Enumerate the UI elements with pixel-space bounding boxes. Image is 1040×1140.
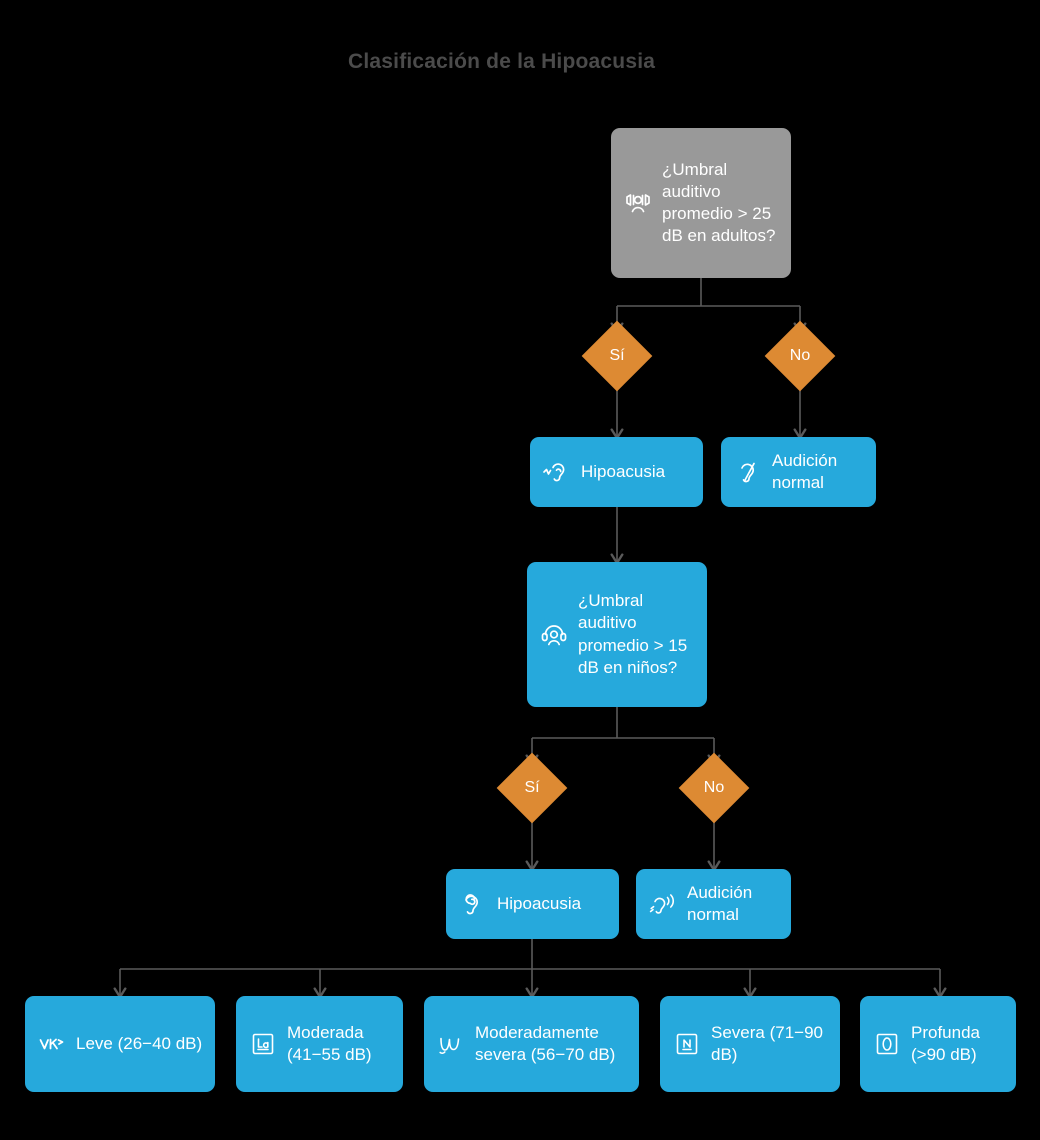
boxed-la-icon bbox=[248, 1029, 278, 1059]
ear-soundwave-icon bbox=[648, 889, 678, 919]
ear-hearing-loss-icon bbox=[542, 457, 572, 487]
script-mu-icon bbox=[436, 1029, 466, 1059]
node-audicion-normal-adultos[interactable]: Audición normal bbox=[721, 437, 876, 507]
node-hipoacusia-adultos[interactable]: Hipoacusia bbox=[530, 437, 703, 507]
node-severa[interactable]: Severa (71−90 dB) bbox=[660, 996, 840, 1092]
child-headphones-icon bbox=[539, 620, 569, 650]
node-audicion-normal-ninos-label: Audición normal bbox=[687, 882, 753, 924]
vk-glyph-icon bbox=[37, 1029, 67, 1059]
node-moderadamente-severa[interactable]: Moderadamente severa (56−70 dB) bbox=[424, 996, 639, 1092]
node-profunda-label: Profunda (>90 dB) bbox=[911, 1022, 980, 1064]
boxed-o-icon bbox=[872, 1029, 902, 1059]
node-decision-ninos[interactable]: ¿Umbral auditivo promedio > 15 dB en niñ… bbox=[527, 562, 707, 707]
node-root-label: ¿Umbral auditivo promedio > 25 dB en adu… bbox=[662, 159, 776, 246]
node-leve-label: Leve (26−40 dB) bbox=[76, 1033, 203, 1053]
node-hipoacusia-ninos[interactable]: Hipoacusia bbox=[446, 869, 619, 939]
node-hipoacusia-adultos-label: Hipoacusia bbox=[581, 461, 666, 481]
node-leve[interactable]: Leve (26−40 dB) bbox=[25, 996, 215, 1092]
node-hipoacusia-ninos-label: Hipoacusia bbox=[497, 893, 582, 913]
node-audicion-normal-adultos-label: Audición normal bbox=[772, 450, 838, 492]
node-moderadamente-severa-label: Moderadamente severa (56−70 dB) bbox=[475, 1022, 616, 1064]
node-audicion-normal-ninos[interactable]: Audición normal bbox=[636, 869, 791, 939]
ear-outline-icon bbox=[733, 457, 763, 487]
decision-no-ninos[interactable] bbox=[678, 752, 750, 824]
node-decision-ninos-label: ¿Umbral auditivo promedio > 15 dB en niñ… bbox=[578, 591, 688, 677]
decision-si-adultos[interactable] bbox=[581, 320, 653, 392]
page-title: Clasificación de la Hipoacusia bbox=[348, 50, 656, 73]
decision-si-ninos[interactable] bbox=[496, 752, 568, 824]
node-moderada-label: Moderada (41−55 dB) bbox=[287, 1022, 372, 1064]
person-headphones-icon bbox=[623, 188, 653, 218]
node-profunda[interactable]: Profunda (>90 dB) bbox=[860, 996, 1016, 1092]
node-moderada[interactable]: Moderada (41−55 dB) bbox=[236, 996, 403, 1092]
decision-no-adultos[interactable] bbox=[764, 320, 836, 392]
boxed-n-icon bbox=[672, 1029, 702, 1059]
node-root-decision[interactable]: ¿Umbral auditivo promedio > 25 dB en adu… bbox=[611, 128, 791, 278]
ear-spiral-icon bbox=[458, 889, 488, 919]
node-severa-label: Severa (71−90 dB) bbox=[711, 1022, 823, 1064]
